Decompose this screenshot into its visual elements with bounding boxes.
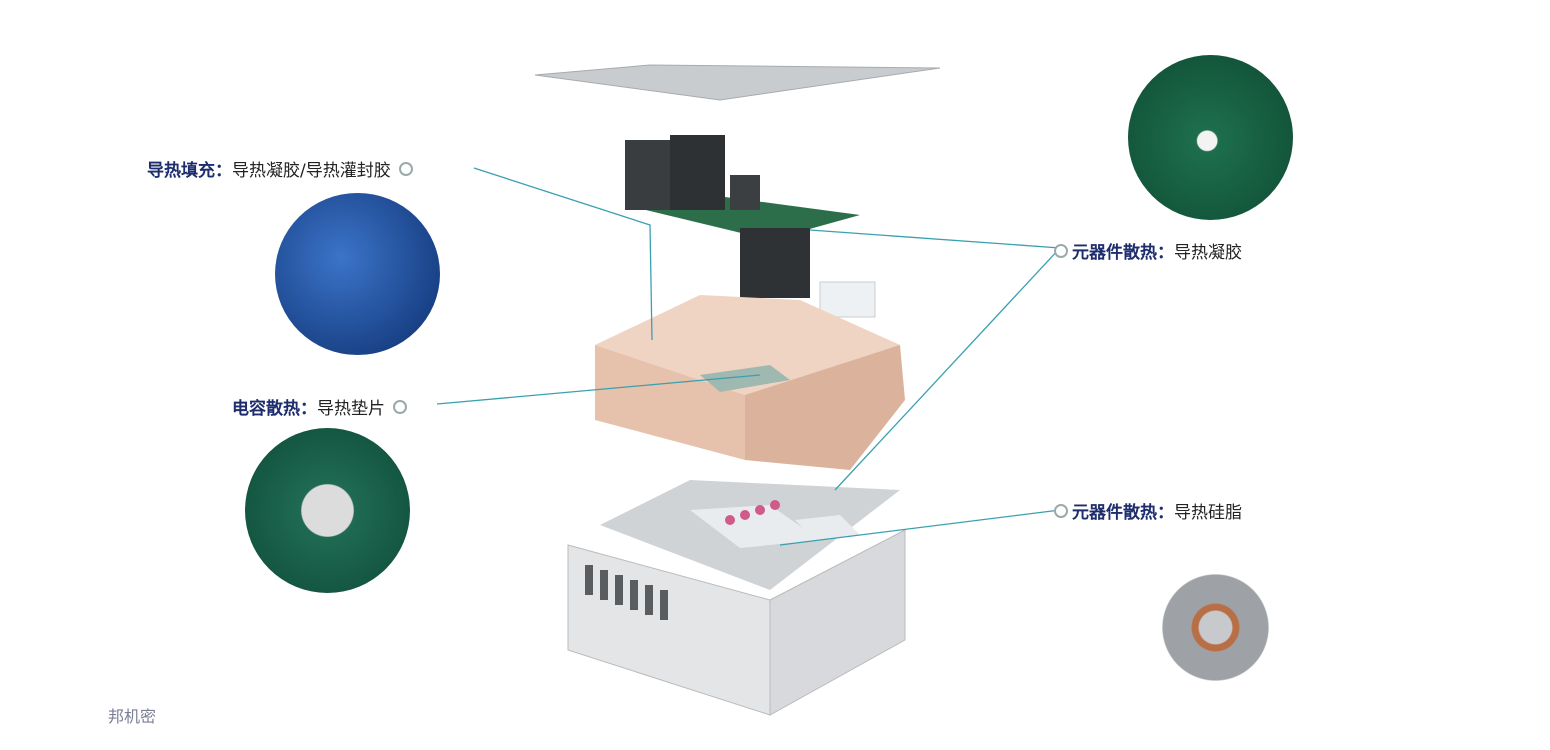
callout-value: 导热垫片: [317, 399, 385, 419]
pcb-board: [625, 135, 876, 318]
chassis-base: [567, 480, 906, 716]
anchor-dot-icon: [1054, 503, 1068, 518]
leader-lines: [436, 167, 1061, 546]
anchor-dot-icon: [398, 161, 413, 176]
callout-value: 导热凝胶/导热灌封胶: [232, 161, 391, 181]
callout-capacitor-cooling: 电容散热： 导热垫片: [232, 394, 407, 419]
photo-cpu-cooler: [1133, 545, 1298, 710]
callout-value: 导热硅脂: [1174, 503, 1242, 523]
copper-housing: [595, 295, 905, 470]
callout-key: 电容散热：: [232, 399, 317, 419]
watermark: 邦机密: [108, 707, 157, 726]
callout-key: 导热填充：: [147, 161, 232, 181]
photo-thermal-pad: [245, 428, 410, 593]
callout-key: 元器件散热：: [1072, 243, 1174, 263]
callout-value: 导热凝胶: [1174, 243, 1242, 263]
callout-thermal-filling: 导热填充： 导热凝胶/导热灌封胶: [147, 156, 413, 181]
anchor-dot-icon: [1054, 243, 1068, 258]
photo-pcb-blue: [275, 193, 440, 355]
callout-component-grease: 元器件散热： 导热硅脂: [1054, 498, 1242, 523]
top-cover-plate: [534, 64, 941, 101]
anchor-dot-icon: [393, 399, 407, 414]
callout-component-gel: 元器件散热： 导热凝胶: [1054, 238, 1242, 263]
callout-key: 元器件散热：: [1072, 503, 1174, 523]
photo-gel-dispensing: [1128, 55, 1293, 220]
